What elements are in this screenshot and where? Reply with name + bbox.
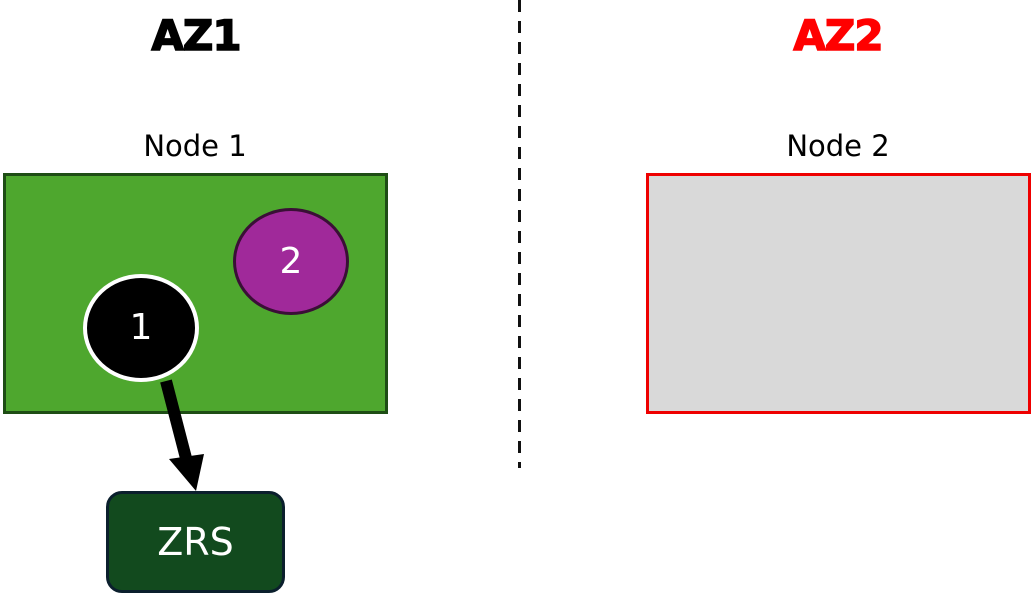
az2-title: AZ2 — [793, 10, 885, 61]
node1-label: Node 1 — [143, 129, 247, 163]
pod-1: 1 — [83, 274, 199, 382]
pod-2: 2 — [233, 208, 349, 315]
zrs-storage: ZRS — [106, 491, 285, 593]
node2-box — [646, 173, 1031, 414]
node2-label: Node 2 — [786, 129, 890, 163]
zone-divider — [518, 0, 521, 468]
az1-title: AZ1 — [151, 10, 243, 61]
